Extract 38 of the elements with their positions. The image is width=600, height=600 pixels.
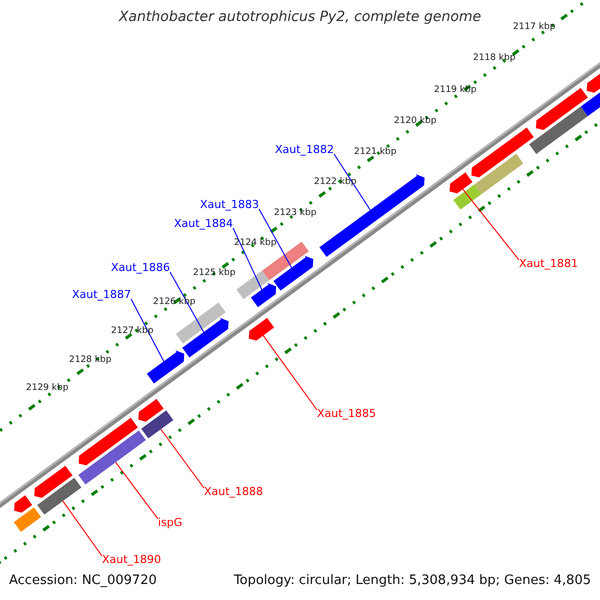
leader-line (462, 188, 520, 260)
gene-block (182, 318, 229, 358)
gene-block (450, 172, 473, 194)
leader-line (334, 154, 371, 210)
gene-label: Xaut_1887 (72, 288, 132, 301)
gene-label: Xaut_1886 (111, 261, 170, 274)
leader-line (115, 462, 158, 520)
gene-label: Xaut_1882 (275, 143, 334, 156)
gene-label: Xaut_1885 (317, 407, 376, 420)
genome-info-text: Topology: circular; Length: 5,308,934 bp; Genes: 4,805 (234, 573, 591, 588)
gene-block (250, 282, 276, 308)
leader-line (160, 428, 204, 488)
gene-label: Xaut_1888 (204, 485, 264, 498)
gene-label: ispG (158, 516, 182, 529)
scale-label: 2117 kbp (513, 22, 556, 32)
gene-block (37, 478, 82, 515)
gene-label: Xaut_1884 (174, 217, 234, 230)
gene-block (273, 256, 314, 291)
scale-label: 2118 kbp (473, 53, 516, 63)
gene-label: Xaut_1881 (519, 257, 578, 270)
leader-line (262, 335, 318, 410)
leader-line (130, 298, 164, 362)
scale-label: 2128 kbp (69, 355, 112, 365)
scale-label: 2129 kbp (26, 383, 68, 393)
gene-block (248, 318, 274, 341)
gene-block (141, 410, 174, 438)
accession-text: Accession: NC_009720 (9, 573, 157, 588)
scale-label: 2119 kbp (434, 85, 476, 95)
leader-line (62, 500, 102, 556)
gene-block (146, 350, 184, 384)
diagram-title: Xanthobacter autotrophicus Py2, complete genome (118, 9, 482, 25)
gene-label: Xaut_1883 (200, 198, 260, 211)
scale-label: 2120 kbp (394, 116, 436, 126)
gene-label: Xaut_1890 (102, 553, 162, 566)
leader-line (170, 272, 204, 333)
leader-line (258, 208, 292, 268)
gene-block (78, 430, 146, 485)
leader-line (232, 228, 262, 290)
